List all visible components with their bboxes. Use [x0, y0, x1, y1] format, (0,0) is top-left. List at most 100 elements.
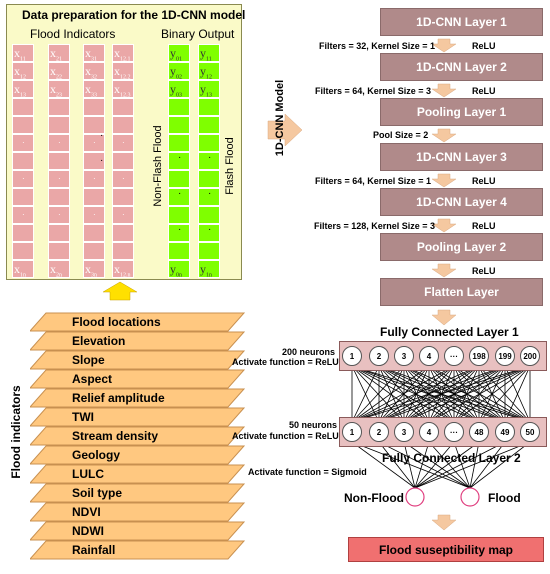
indicator-cell — [112, 224, 134, 242]
output-symbol: y01 — [170, 46, 182, 63]
connection — [428, 441, 471, 489]
connection — [351, 365, 480, 423]
indicator-cell — [112, 98, 134, 116]
dot: · — [178, 188, 182, 199]
neuron-node: 4 — [419, 422, 439, 442]
connection — [403, 365, 531, 423]
layer-param: Filters = 64, Kernel Size = 1 — [315, 176, 432, 186]
connection — [428, 365, 531, 423]
indicator-cell — [48, 98, 70, 116]
relu-label: ReLU — [472, 86, 496, 96]
indicator-layer-label: NDVI — [72, 505, 101, 519]
indicator-layer-label: Aspect — [72, 372, 113, 386]
indicator-cell — [48, 80, 70, 98]
output-symbol: y03 — [170, 82, 182, 99]
connection — [351, 365, 506, 423]
indicator-cell — [83, 116, 105, 134]
output-cell — [168, 224, 190, 242]
indicator-cell — [83, 170, 105, 188]
indicator-layer-label: Slope — [72, 353, 105, 367]
neuron-node: 1 — [342, 346, 362, 366]
connection — [478, 365, 531, 423]
connection — [351, 365, 531, 423]
connection — [378, 441, 471, 489]
dot: · — [178, 224, 182, 235]
output-cell — [198, 206, 220, 224]
dot: · — [58, 138, 61, 147]
neuron-node: 200 — [520, 346, 540, 366]
output-cell — [168, 62, 190, 80]
dot: · — [93, 210, 96, 219]
dot: · — [208, 152, 212, 163]
flood-indicators-label: Flood Indicators — [30, 27, 116, 41]
model-layer: Pooling Layer 1 — [380, 98, 543, 126]
output-cell — [198, 134, 220, 152]
output-cell — [168, 260, 190, 278]
flood-indicators-side-label: Flood indicators — [9, 385, 23, 479]
layer-param: Filters = 64, Kernel Size = 3 — [315, 86, 432, 96]
indicator-symbol: x13 — [14, 82, 26, 99]
data-prep-title: Data preparation for the 1D-CNN model — [22, 8, 246, 22]
output-cell — [198, 260, 220, 278]
output-symbol: y02 — [170, 64, 182, 81]
neuron-node: 48 — [469, 422, 489, 442]
output-cell — [168, 116, 190, 134]
output-cell — [198, 80, 220, 98]
indicator-cell — [12, 62, 34, 80]
indicator-layer: NDVI — [30, 502, 245, 522]
indicator-cell — [112, 260, 134, 278]
connection — [414, 441, 506, 489]
indicator-layer-label: Geology — [72, 448, 121, 462]
indicator-layer-label: Stream density — [72, 429, 159, 443]
indicator-cell — [12, 152, 34, 170]
dot: · — [58, 210, 61, 219]
result-box: Flood suseptibility map — [348, 537, 544, 562]
output-cell — [198, 224, 220, 242]
up-arrow — [102, 281, 138, 301]
connection — [414, 441, 480, 489]
indicator-symbol: x23 — [50, 82, 62, 99]
model-layer: 1D-CNN Layer 2 — [380, 53, 543, 81]
indicator-layer: TWI — [30, 407, 245, 427]
indicator-layer: Soil type — [30, 483, 245, 503]
indicator-layer: Rainfall — [30, 540, 245, 560]
fc2-activation: Activate function = ReLU — [232, 431, 339, 441]
flood-label: Flood — [488, 491, 521, 505]
connection — [403, 441, 471, 489]
down-arrow — [431, 309, 457, 326]
output-node — [405, 487, 425, 507]
indicator-cell — [112, 116, 134, 134]
indicator-cell — [48, 170, 70, 188]
indicator-cell — [12, 188, 34, 206]
relu-label: ReLU — [472, 176, 496, 186]
connection — [351, 441, 471, 489]
indicator-cell — [12, 224, 34, 242]
down-arrow — [431, 128, 457, 143]
indicator-cell — [112, 44, 134, 62]
indicator-layer: Geology — [30, 445, 245, 465]
connection — [378, 365, 455, 423]
model-layer: 1D-CNN Layer 1 — [380, 8, 543, 36]
fc1-neurons: 200 neurons — [282, 347, 336, 357]
indicator-cell — [112, 170, 134, 188]
indicator-cell — [48, 242, 70, 260]
indicator-cell — [48, 134, 70, 152]
indicator-symbol: x12.3 — [114, 82, 131, 99]
relu-label: ReLU — [472, 41, 496, 51]
indicator-cell — [83, 152, 105, 170]
connection — [351, 365, 380, 423]
indicator-layer-label: LULC — [72, 467, 104, 481]
connection — [378, 365, 405, 423]
indicator-layer-label: Elevation — [72, 334, 126, 348]
neuron-node: ··· — [444, 346, 464, 366]
indicator-cell — [83, 98, 105, 116]
indicator-cell — [83, 80, 105, 98]
neuron-node: ··· — [444, 422, 464, 442]
indicator-cell — [112, 152, 134, 170]
connection — [378, 365, 430, 423]
indicator-cell — [83, 44, 105, 62]
indicator-layer-label: Relief amplitude — [72, 391, 165, 405]
neuron-node: 4 — [419, 346, 439, 366]
relu-label: ReLU — [472, 266, 496, 276]
